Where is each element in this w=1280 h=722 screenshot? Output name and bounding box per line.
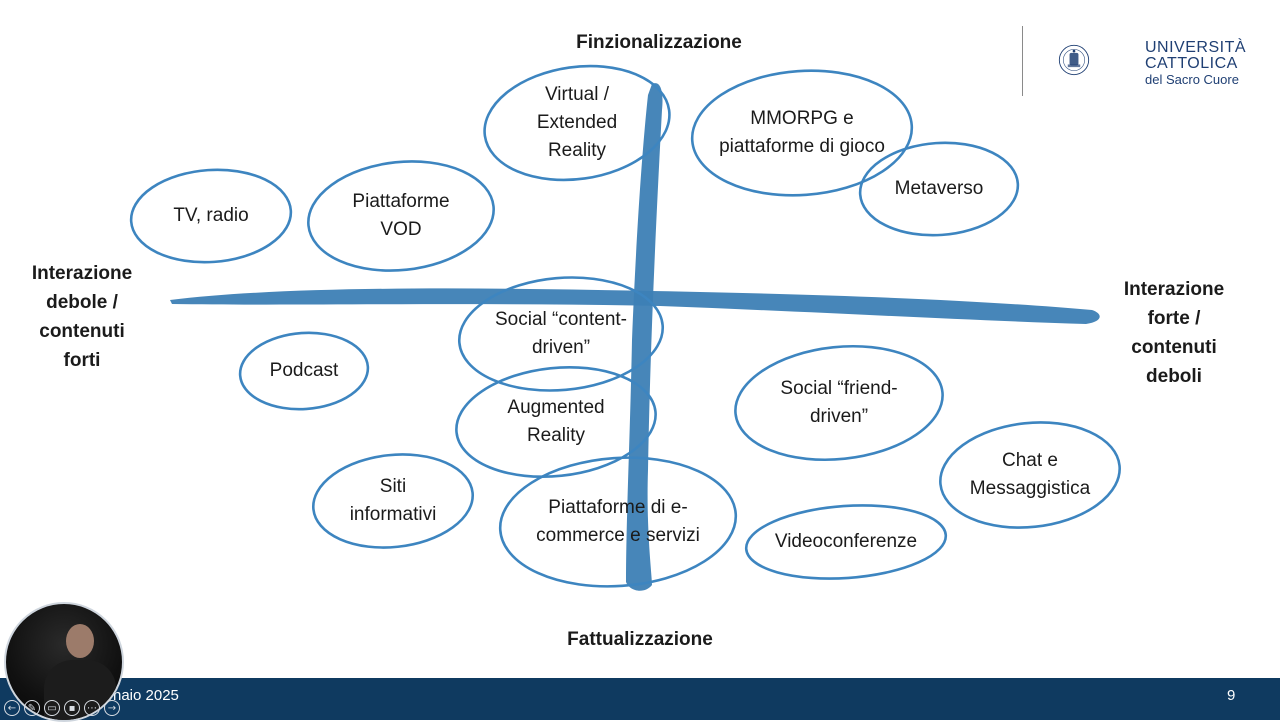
- bubble-label-tv-radio: TV, radio: [173, 205, 249, 226]
- bubble-label-augmented-reality: Augmented Reality: [507, 397, 605, 446]
- screen-icon[interactable]: ▭: [44, 700, 60, 716]
- bubble-outline-augmented-reality: [455, 365, 657, 479]
- bubble-label-siti-informativi: Siti informativi: [349, 476, 437, 525]
- bubble-label-videoconferenze: Videoconferenze: [774, 531, 918, 552]
- bubble-outline-chat-messaggistica: [939, 421, 1121, 529]
- bubble-outline-podcast: [238, 331, 370, 411]
- page-number: 9: [1227, 687, 1236, 704]
- bubble-outline-virtual-extended-reality: [483, 64, 671, 182]
- footer-bar: [0, 678, 1280, 720]
- footer-date: naio 2025: [113, 687, 179, 704]
- bubble-outline-social-content-driven: [457, 276, 665, 392]
- axis-label-top: Finzionalizzazione: [576, 32, 742, 53]
- bubble-outline-social-friend-driven: [734, 344, 944, 462]
- horizontal-axis: [170, 288, 1100, 324]
- bubble-label-metaverso: Metaverso: [894, 178, 984, 199]
- camera-icon[interactable]: ▪: [64, 700, 80, 716]
- pen-icon[interactable]: ✎: [24, 700, 40, 716]
- bubble-label-piattaforme-vod: Piattaforme VOD: [352, 191, 450, 240]
- bubble-label-mmorpg: MMORPG e piattaforme di gioco: [719, 108, 885, 157]
- bubble-outline-videoconferenze: [744, 504, 948, 580]
- bubble-outline-piattaforme-ecommerce: [498, 456, 738, 588]
- logo-line-1: UNIVERSITÀ: [1145, 39, 1247, 56]
- axis-label-right: Interazione forte / contenuti deboli: [1123, 279, 1225, 387]
- presentation-controls: ←✎▭▪⋯→: [4, 700, 120, 720]
- axis-label-bottom: Fattualizzazione: [567, 629, 713, 650]
- bubble-outline-mmorpg: [690, 69, 914, 197]
- bubble-label-chat-messaggistica: Chat e Messaggistica: [969, 450, 1091, 499]
- axis-label-left: Interazione debole / contenuti forti: [31, 263, 133, 371]
- header-divider: [1022, 26, 1023, 96]
- bubble-outline-siti-informativi: [311, 453, 475, 549]
- bubble-outline-metaverso: [858, 141, 1020, 237]
- bubble-label-piattaforme-ecommerce: Piattaforme di e- commerce e servizi: [536, 497, 700, 546]
- bubble-layer: [129, 64, 1121, 588]
- bubble-label-social-friend-driven: Social “friend- driven”: [780, 378, 898, 427]
- bubble-label-podcast: Podcast: [269, 360, 339, 381]
- bubble-label-social-content-driven: Social “content- driven”: [494, 309, 628, 358]
- presenter-head: [66, 624, 94, 658]
- university-seal-icon: [1058, 44, 1090, 76]
- vertical-axis: [626, 83, 663, 591]
- more-icon[interactable]: ⋯: [84, 700, 100, 716]
- bubble-outline-piattaforme-vod: [307, 160, 495, 272]
- logo-line-2: CATTOLICA: [1145, 55, 1238, 72]
- university-logo-text: UNIVERSITÀ CATTOLICA del Sacro Cuore: [1145, 40, 1246, 88]
- logo-line-3: del Sacro Cuore: [1145, 72, 1239, 87]
- back-arrow-icon[interactable]: ←: [4, 700, 20, 716]
- bubble-outline-tv-radio: [129, 168, 293, 264]
- bubble-label-virtual-extended-reality: Virtual / Extended Reality: [536, 84, 618, 161]
- forward-arrow-icon[interactable]: →: [104, 700, 120, 716]
